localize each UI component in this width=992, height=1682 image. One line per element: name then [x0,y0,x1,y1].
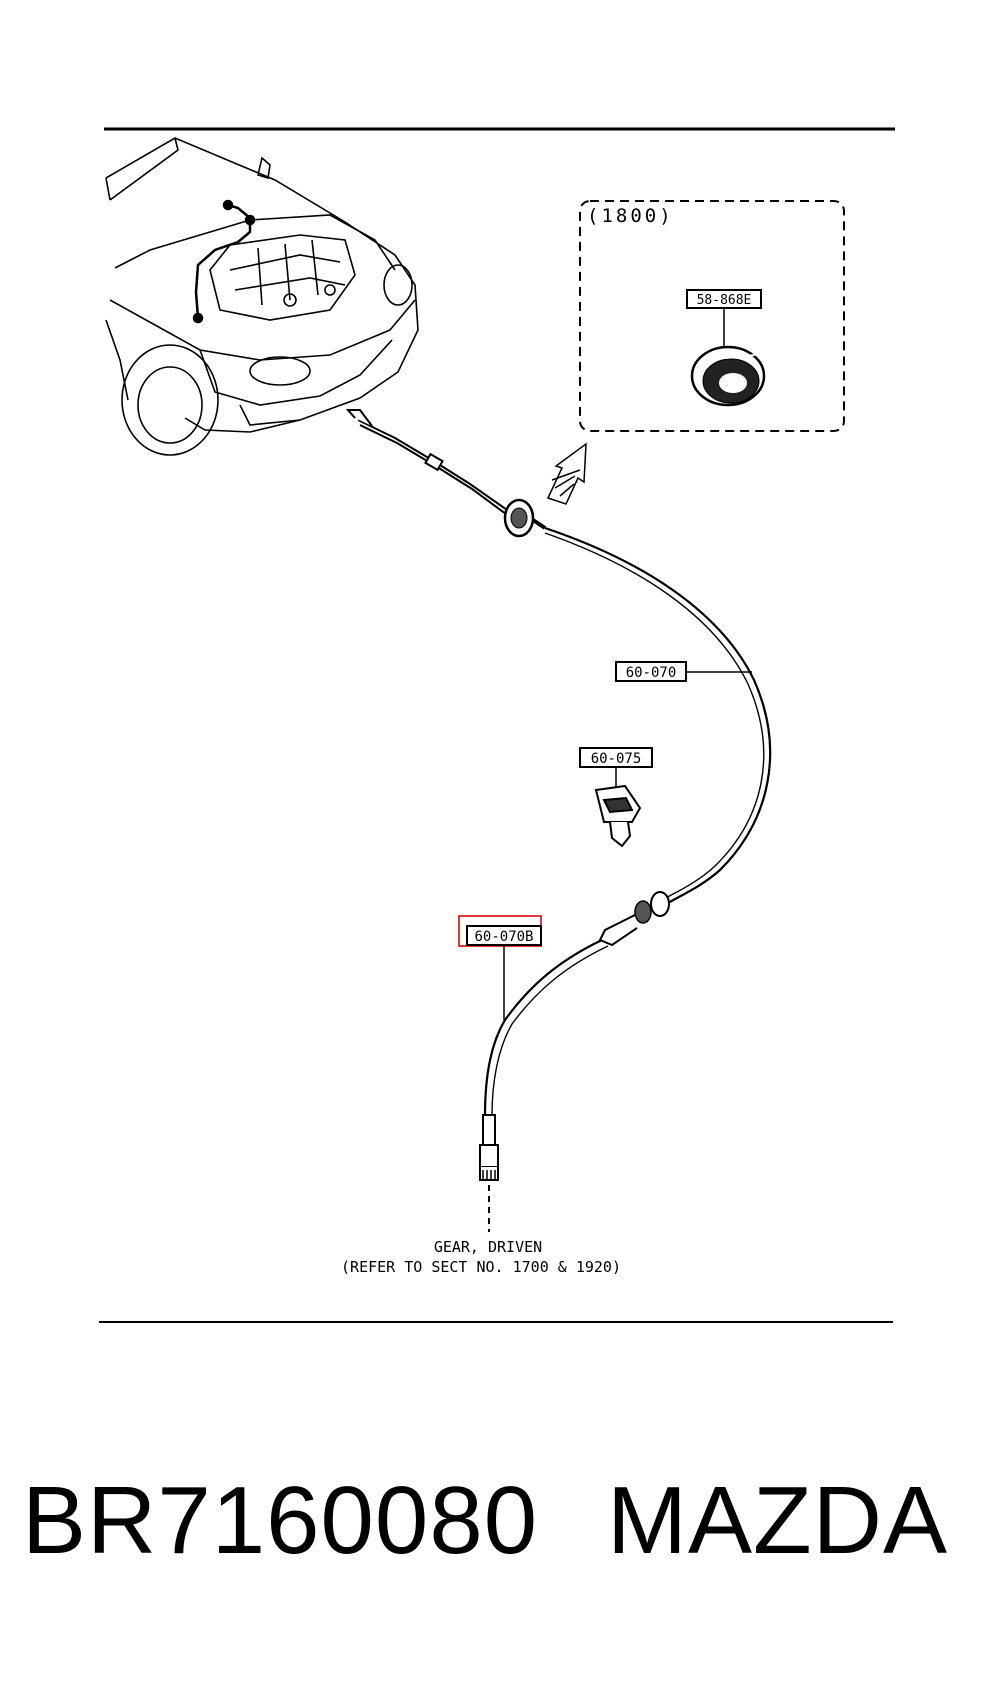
callout-clip: 60-075 [591,751,642,767]
inset-label: (1800) [587,205,674,227]
gear-label-line1: GEAR, DRIVEN [434,1238,542,1256]
speedometer-cable [345,409,772,1232]
callout-cable: 60-070 [626,665,677,681]
gear-label-line2: (REFER TO SECT NO. 1700 & 1920) [341,1258,621,1276]
inset-box [579,200,845,432]
callout-60-075: 60-075 [579,747,653,790]
cable-clip [594,784,642,848]
callout-60-070: 60-070 [615,661,752,682]
callout-grommet: 58-868E [697,293,752,308]
car-illustration [105,137,419,456]
grommet-58-868e: 58-868E [686,289,766,407]
callout-60-070b: 60-070B [458,915,542,1020]
double-arrow-icon [546,442,587,505]
engine-bay-cable [192,199,256,324]
callout-cable-lower: 60-070B [474,929,533,945]
part-number: BR7160080 [22,1467,538,1574]
brand-name: MAZDA [607,1467,948,1574]
